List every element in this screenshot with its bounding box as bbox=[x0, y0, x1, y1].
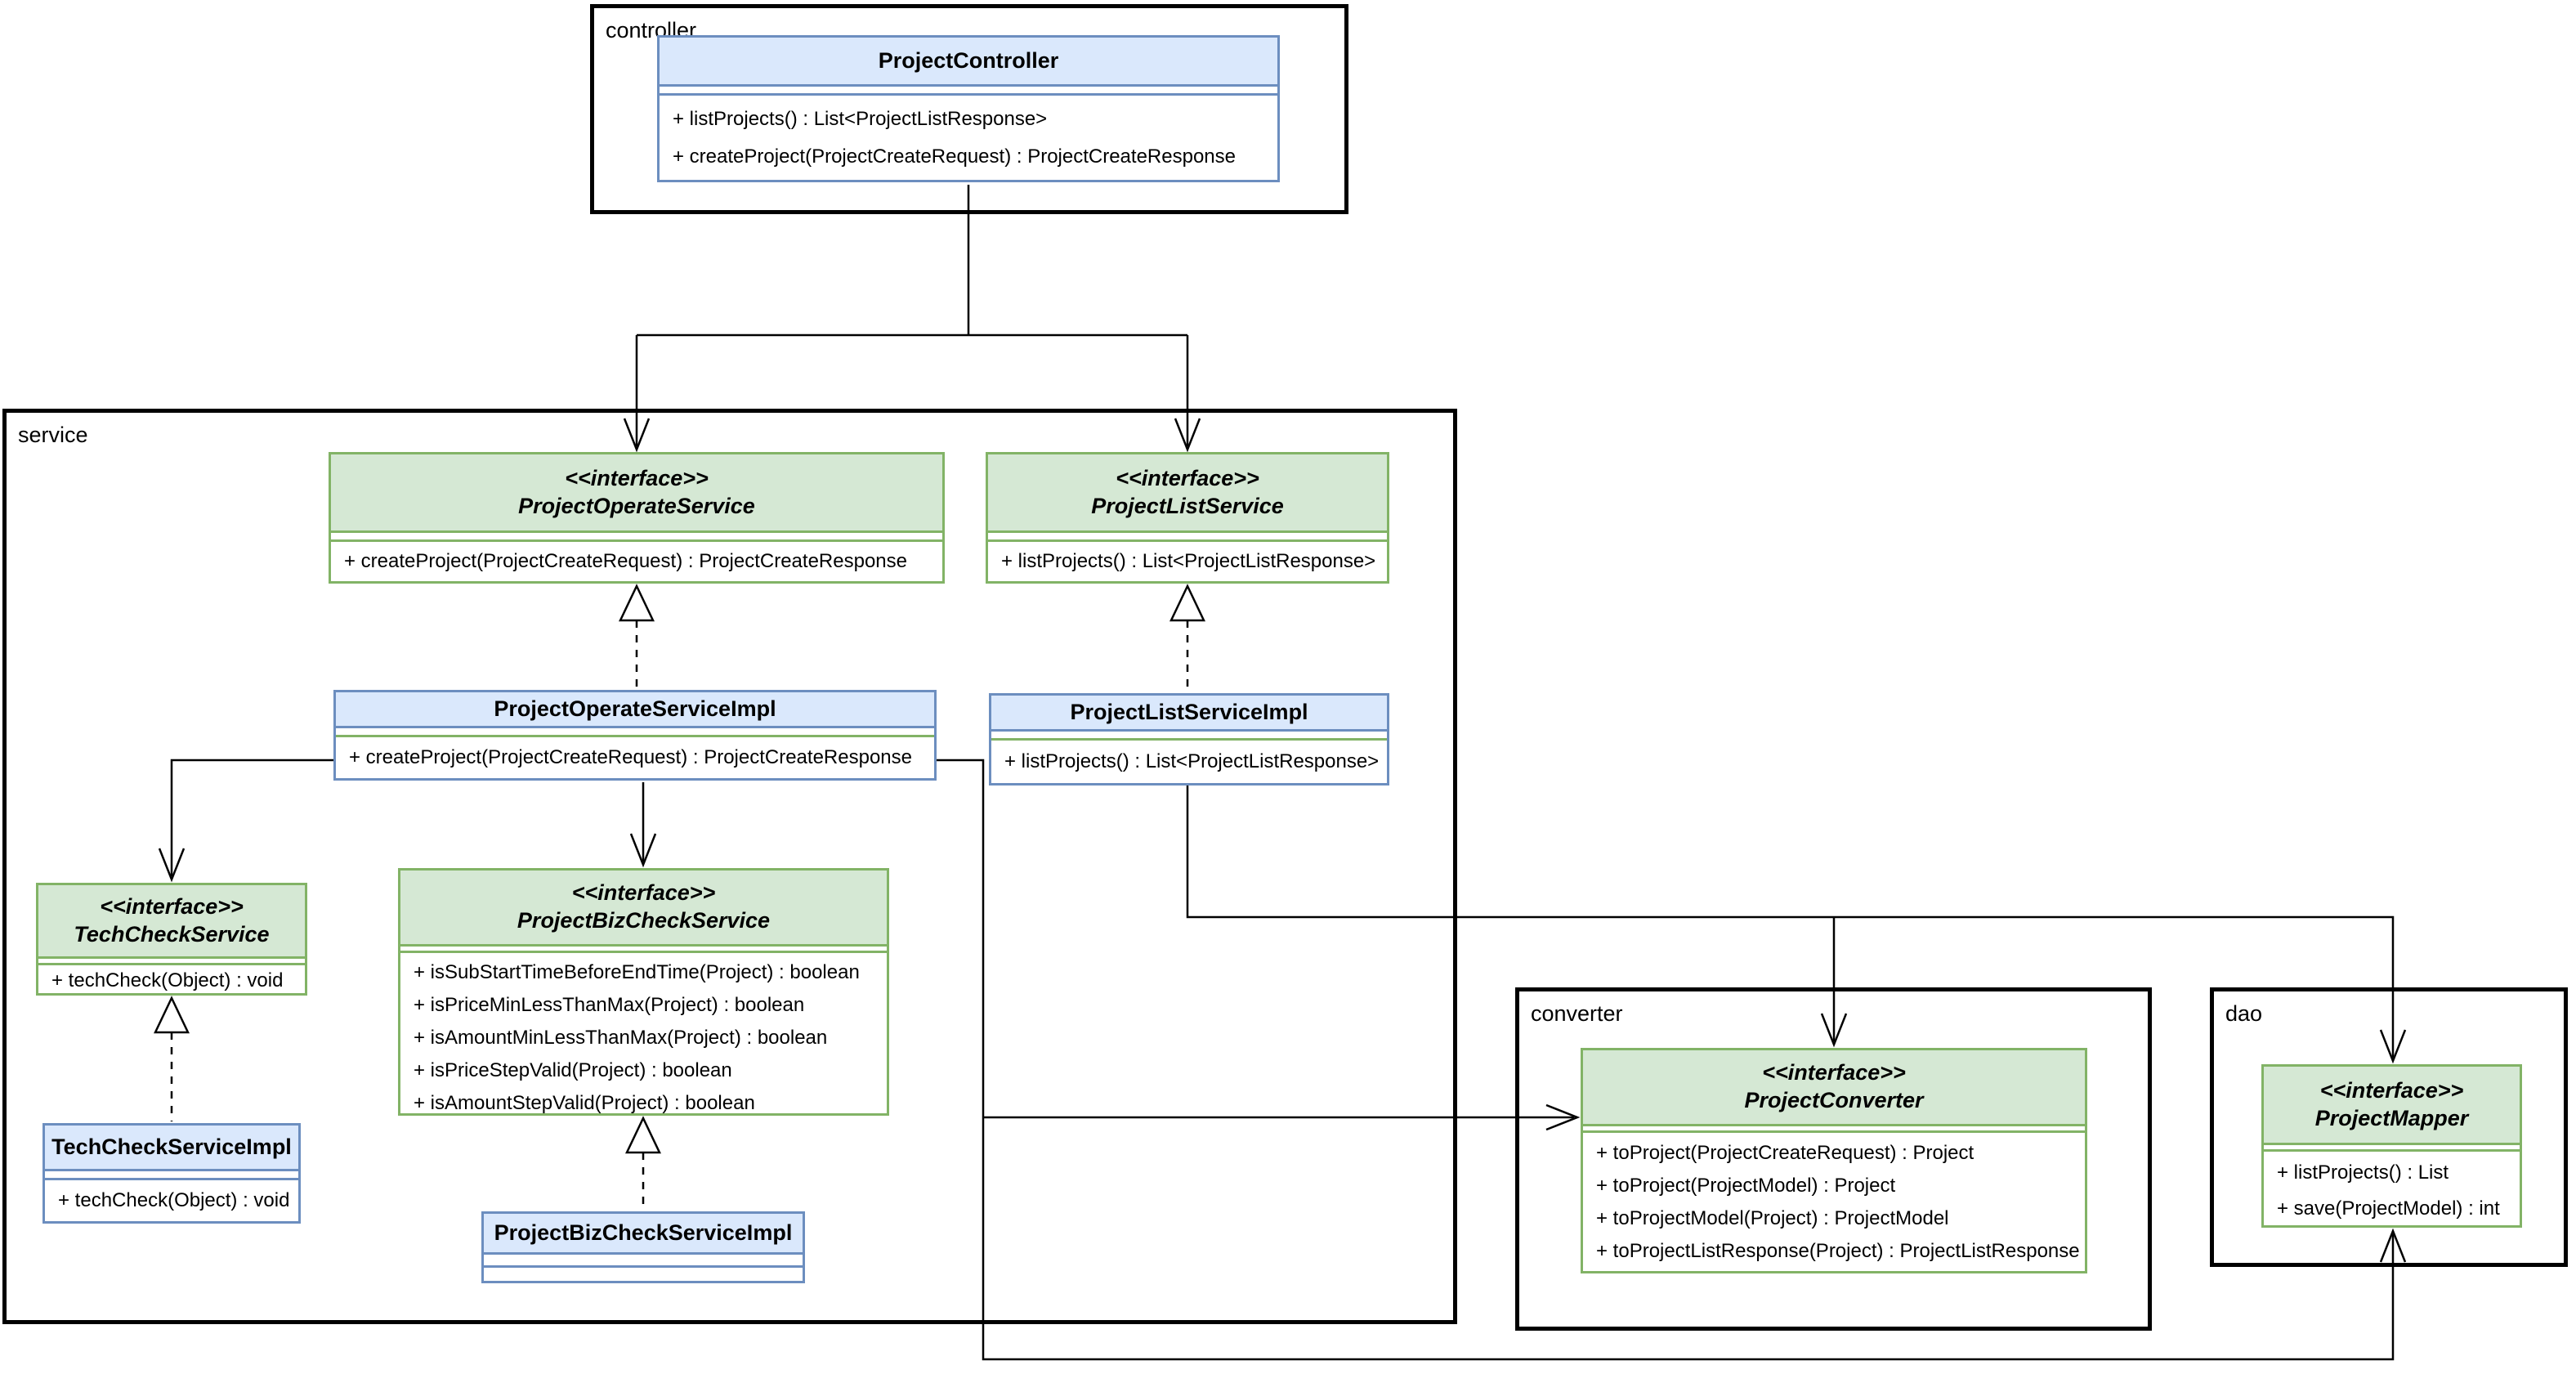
class-project-list-service: <<interface>> ProjectListService + listP… bbox=[986, 452, 1389, 584]
method: + isAmountStepValid(Project) : boolean bbox=[414, 1092, 755, 1114]
attributes-compartment bbox=[988, 533, 1387, 542]
attributes-compartment bbox=[484, 1255, 803, 1268]
methods-compartment: + listProjects() : List<ProjectListRespo… bbox=[660, 96, 1277, 180]
class-name: ProjectBizCheckServiceImpl bbox=[494, 1220, 793, 1245]
methods-compartment: + techCheck(Object) : void bbox=[38, 965, 305, 996]
methods-compartment: + listProjects() : List<ProjectListRespo… bbox=[988, 542, 1387, 581]
method: + isPriceMinLessThanMax(Project) : boole… bbox=[414, 994, 805, 1016]
attributes-compartment bbox=[991, 732, 1387, 741]
method: + toProject(ProjectCreateRequest) : Proj… bbox=[1596, 1141, 1974, 1164]
class-name: ProjectOperateServiceImpl bbox=[494, 696, 776, 721]
class-name: ProjectListServiceImpl bbox=[1070, 699, 1308, 724]
class-name: ProjectController bbox=[878, 47, 1059, 73]
stereotype: <<interface>> bbox=[100, 893, 244, 919]
stereotype: <<interface>> bbox=[1116, 465, 1259, 490]
method: + listProjects() : List<ProjectListRespo… bbox=[673, 107, 1048, 130]
attributes-compartment bbox=[660, 87, 1277, 96]
class-name: ProjectMapper bbox=[2314, 1105, 2469, 1130]
method: + techCheck(Object) : void bbox=[58, 1189, 290, 1211]
attributes-compartment bbox=[1583, 1126, 2085, 1133]
attributes-compartment bbox=[45, 1171, 298, 1180]
method: + createProject(ProjectCreateRequest) : … bbox=[344, 550, 907, 572]
package-service-label: service bbox=[18, 423, 88, 447]
methods-compartment: + createProject(ProjectCreateRequest) : … bbox=[331, 542, 942, 581]
methods-compartment: + toProject(ProjectCreateRequest) : Proj… bbox=[1583, 1133, 2085, 1271]
attributes-compartment bbox=[2264, 1145, 2520, 1152]
class-name: TechCheckServiceImpl bbox=[51, 1134, 292, 1159]
methods-compartment bbox=[484, 1268, 803, 1281]
method: + isSubStartTimeBeforeEndTime(Project) :… bbox=[414, 961, 860, 983]
class-project-mapper: <<interface>> ProjectMapper + listProjec… bbox=[2261, 1064, 2522, 1228]
package-converter-label: converter bbox=[1531, 1001, 1623, 1026]
method: + toProject(ProjectModel) : Project bbox=[1596, 1174, 1896, 1197]
method: + listProjects() : List<ProjectListRespo… bbox=[1001, 550, 1376, 572]
class-project-list-service-impl: ProjectListServiceImpl + listProjects() … bbox=[989, 693, 1389, 785]
attributes-compartment bbox=[400, 947, 887, 953]
stereotype: <<interface>> bbox=[571, 880, 716, 906]
attributes-compartment bbox=[336, 728, 934, 737]
edge-controller-to-services bbox=[635, 185, 1189, 446]
methods-compartment: + listProjects() : List + save(ProjectMo… bbox=[2264, 1152, 2520, 1230]
class-project-operate-service: <<interface>> ProjectOperateService + cr… bbox=[329, 452, 945, 584]
stereotype: <<interface>> bbox=[2319, 1077, 2464, 1103]
package-dao-label: dao bbox=[2225, 1001, 2263, 1026]
attributes-compartment bbox=[331, 533, 942, 542]
method: + techCheck(Object) : void bbox=[51, 969, 284, 991]
method: + createProject(ProjectCreateRequest) : … bbox=[349, 746, 912, 768]
methods-compartment: + techCheck(Object) : void bbox=[45, 1180, 298, 1221]
class-project-converter: <<interface>> ProjectConverter + toProje… bbox=[1581, 1048, 2087, 1273]
class-name: ProjectBizCheckService bbox=[517, 908, 771, 933]
class-name: ProjectConverter bbox=[1744, 1088, 1924, 1112]
class-project-biz-check-service: <<interface>> ProjectBizCheckService + i… bbox=[398, 868, 889, 1116]
method: + listProjects() : List bbox=[2277, 1161, 2449, 1184]
method: + toProjectListResponse(Project) : Proje… bbox=[1596, 1239, 2080, 1262]
class-tech-check-service: <<interface>> TechCheckService + techChe… bbox=[36, 883, 307, 996]
stereotype: <<interface>> bbox=[1762, 1060, 1906, 1085]
class-name: TechCheckService bbox=[74, 921, 270, 947]
method: + isPriceStepValid(Project) : boolean bbox=[414, 1059, 732, 1081]
class-tech-check-service-impl: TechCheckServiceImpl + techCheck(Object)… bbox=[42, 1123, 301, 1224]
method: + listProjects() : List<ProjectListRespo… bbox=[1004, 750, 1380, 772]
stereotype: <<interface>> bbox=[565, 465, 709, 490]
method: + isAmountMinLessThanMax(Project) : bool… bbox=[414, 1027, 828, 1049]
class-project-operate-service-impl: ProjectOperateServiceImpl + createProjec… bbox=[333, 690, 937, 781]
method: + createProject(ProjectCreateRequest) : … bbox=[673, 145, 1236, 168]
class-project-controller: ProjectController + listProjects() : Lis… bbox=[657, 35, 1280, 182]
attributes-compartment bbox=[38, 959, 305, 965]
class-name: ProjectListService bbox=[1091, 493, 1284, 518]
methods-compartment: + isSubStartTimeBeforeEndTime(Project) :… bbox=[400, 953, 887, 1123]
methods-compartment: + createProject(ProjectCreateRequest) : … bbox=[336, 737, 934, 778]
methods-compartment: + listProjects() : List<ProjectListRespo… bbox=[991, 741, 1387, 783]
class-project-biz-check-service-impl: ProjectBizCheckServiceImpl bbox=[481, 1211, 805, 1283]
class-name: ProjectOperateService bbox=[518, 493, 755, 518]
method: + save(ProjectModel) : int bbox=[2277, 1197, 2500, 1220]
method: + toProjectModel(Project) : ProjectModel bbox=[1596, 1206, 1949, 1229]
